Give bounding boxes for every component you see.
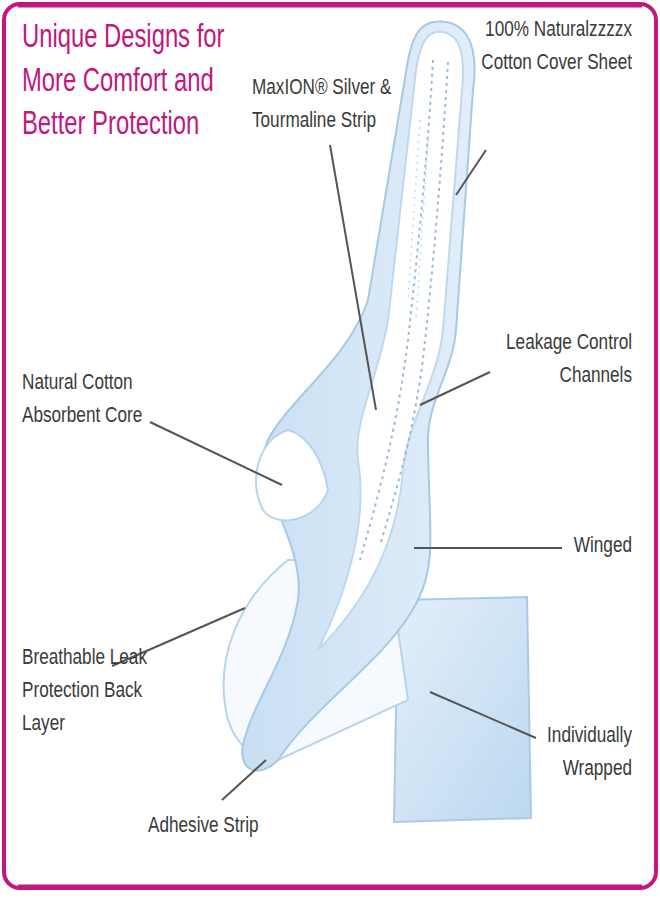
frame-border <box>4 4 656 888</box>
callout-label: Natural Cotton Absorbent Core <box>22 365 155 431</box>
core-wing-shape <box>256 430 328 520</box>
channel-line <box>380 62 448 545</box>
leader-line <box>414 547 562 549</box>
callout-label: Winged <box>538 528 632 561</box>
callout-label: Leakage Control Channels <box>499 325 632 391</box>
strip-dots <box>408 120 428 320</box>
leader-line <box>430 692 536 738</box>
leader-line <box>456 150 486 195</box>
frame-bottom <box>18 885 642 890</box>
leader-line <box>330 145 376 410</box>
leader-line <box>420 372 490 405</box>
callout-label: Individually Wrapped <box>531 718 632 784</box>
leader-line <box>150 422 282 485</box>
callout-label: Breathable Leak Protection Back Layer <box>22 640 155 739</box>
callout-label: MaxION® Silver & Tourmaline Strip <box>252 70 408 136</box>
leader-line <box>222 760 266 800</box>
wrapper-shape <box>394 597 531 822</box>
callout-label: 100% Naturalzzzzx Cotton Cover Sheet <box>480 12 632 78</box>
frame-top <box>18 3 642 8</box>
callout-label: Adhesive Strip <box>148 808 281 841</box>
leader-lines <box>112 145 562 800</box>
title-text: Unique Designs for More Comfort and Bett… <box>22 14 253 145</box>
